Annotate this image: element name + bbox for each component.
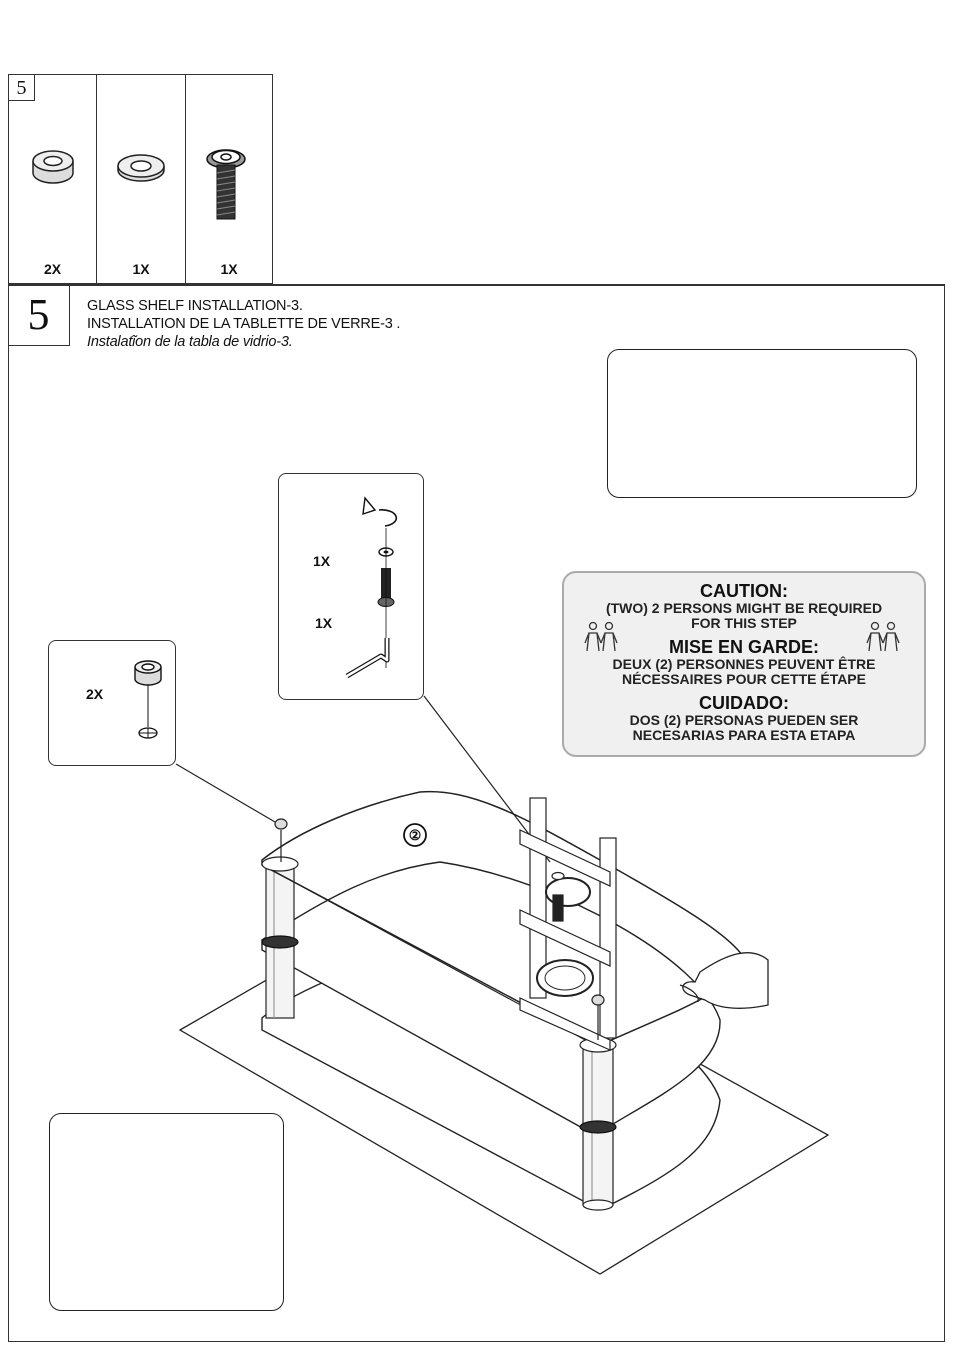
caution-text-es-1: DOS (2) PERSONAS PUEDEN SER [629,712,859,728]
detail-spacer-qty: 2X [86,686,104,702]
caution-heading-en: CAUTION: [700,581,788,601]
caution-panel: CAUTION: (TWO) 2 PERSONS MIGHT BE REQUIR… [562,571,926,757]
leader-line-spacer [175,763,276,823]
step-number: 5 [8,284,70,346]
part-cell-spacer: 2X [9,75,97,283]
note-box-bottom [49,1113,284,1311]
parts-step-number: 5 [9,75,35,101]
spacer-ring-icon [32,150,74,184]
shelf-marker: ② [409,827,422,843]
detail-wrench-qty: 1X [315,615,333,631]
parts-table: 5 2X 1X 1X [8,74,273,284]
two-persons-icon-left [584,621,618,652]
caution-heading-es: CUIDADO: [699,693,789,713]
title-english: GLASS SHELF INSTALLATION-3. [87,298,303,314]
part-cell-washer: 1X [97,75,186,283]
washer-quantity: 1X [132,261,150,277]
detail-bolt-box: 1X 1X [278,473,424,700]
note-box-top [607,349,917,498]
caution-text-fr-1: DEUX (2) PERSONNES PEUVENT ÊTRE [612,656,876,672]
detail-washer-qty: 1X [313,553,331,569]
detail-spacer-box: 2X [48,640,176,766]
spacer-quantity: 2X [43,261,62,277]
bolt-assembly-icon [345,496,398,679]
caution-text-en-1: (TWO) 2 PERSONS MIGHT BE REQUIRED [605,600,883,616]
upright-right [599,837,617,1039]
caution-text-en-2: FOR THIS STEP [691,615,797,631]
caution-heading-fr: MISE EN GARDE: [668,637,819,657]
step-frame [8,284,945,1342]
title-spanish: Instalatĩon de la tabla de vidrio-3. [87,334,293,350]
spacer-detail-icon [134,660,162,739]
title-french: INSTALLATION DE LA TABLETTE DE VERRE-3 . [87,316,401,332]
caution-text-es-2: NECESARIAS PARA ESTA ETAPA [632,727,856,743]
bolt-quantity: 1X [220,261,238,277]
part-cell-bolt: 1X [186,75,272,283]
two-persons-icon-right [866,621,900,652]
caution-text-fr-2: NÉCESSAIRES POUR CETTE ÉTAPE [621,671,866,687]
shelf-marker-circle [403,823,427,847]
hex-bolt-icon [206,149,246,220]
washer-icon [117,154,165,182]
